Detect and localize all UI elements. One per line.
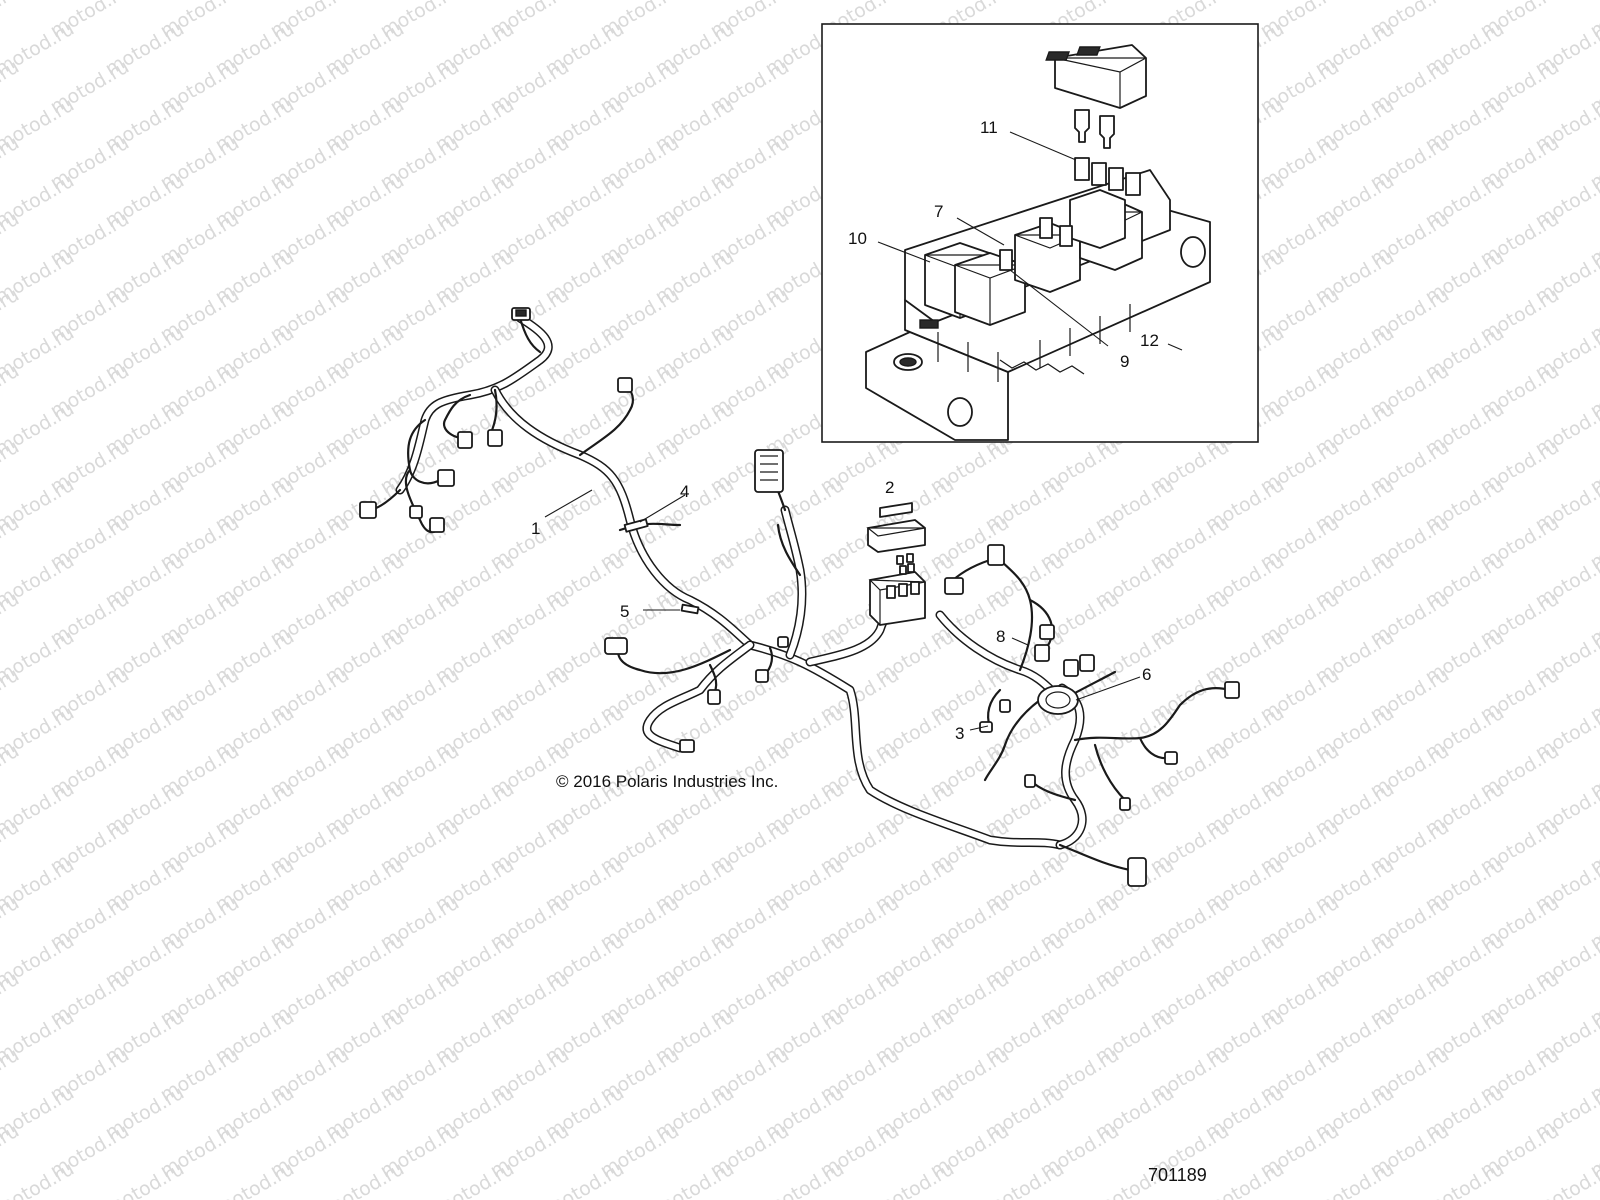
watermark-text: motod.ru <box>597 1196 683 1200</box>
watermark-text: motod.ru <box>982 1158 1068 1200</box>
callout-7: 7 <box>934 202 943 221</box>
watermark-text: motod.ru <box>1367 1196 1453 1200</box>
callout-10: 10 <box>848 229 867 248</box>
callout-4: 4 <box>680 482 689 501</box>
watermark-text: motod.ru <box>1037 1196 1123 1200</box>
watermark-text: motod.ru <box>47 1196 133 1200</box>
watermark-text: motod.ru <box>1257 1196 1343 1200</box>
spare-fuses <box>1074 109 1115 149</box>
watermark-text: motod.ru <box>1422 1158 1508 1200</box>
callout-9: 9 <box>1120 352 1129 371</box>
watermark-text: motod.ru <box>707 1196 793 1200</box>
watermark-text: motod.ru <box>1202 1158 1288 1200</box>
callout-11: 11 <box>980 118 998 137</box>
watermark-text: motod.ru <box>1477 1196 1563 1200</box>
fuse-box-inset <box>821 23 1259 443</box>
watermark-text: motod.ru <box>267 1196 353 1200</box>
drawing-number: 701189 <box>1148 1165 1207 1185</box>
callout-3: 3 <box>955 724 964 743</box>
callout-leaders <box>544 489 1141 731</box>
fuse-block <box>866 502 926 626</box>
watermark-text: motod.ru <box>0 1196 23 1200</box>
watermark-text: motod.ru <box>0 0 23 42</box>
fuse-puller <box>1045 44 1147 109</box>
callout-12: 12 <box>1140 331 1159 350</box>
watermark-text: motod.ru <box>1312 1158 1398 1200</box>
callout-6: 6 <box>1142 665 1151 684</box>
watermark-text: motod.ru <box>212 1158 298 1200</box>
watermark-text: motod.ru <box>652 1158 738 1200</box>
callout-5: 5 <box>620 602 629 621</box>
copyright-notice: © 2016 Polaris Industries Inc. <box>556 772 779 791</box>
watermark-text: motod.ru <box>377 1196 463 1200</box>
watermark-text: motod.ru <box>1147 1196 1233 1200</box>
watermark-text: motod.ru <box>322 1158 408 1200</box>
watermark-text: motod.ru <box>927 1196 1013 1200</box>
watermark-text: motod.ru <box>487 1196 573 1200</box>
watermark-text: motod.ru <box>432 1158 518 1200</box>
callout-8: 8 <box>996 627 1005 646</box>
callout-1: 1 <box>531 519 540 538</box>
watermark-text: motod.ru <box>157 1196 243 1200</box>
watermark-text: motod.ru <box>542 1158 628 1200</box>
callout-labels: 1 2 3 4 5 6 7 8 9 10 11 12 <box>531 118 1159 743</box>
watermark-text: motod.ru <box>102 1158 188 1200</box>
watermark-text: motod.ru <box>817 1196 903 1200</box>
callout-2: 2 <box>885 478 894 497</box>
watermark-text: motod.ru <box>1587 1196 1600 1200</box>
watermark-text: motod.ru <box>872 1158 958 1200</box>
installed-fuses <box>999 157 1141 271</box>
watermark-text: motod.ru <box>762 1158 848 1200</box>
watermark-text: motod.ru <box>0 1158 78 1200</box>
